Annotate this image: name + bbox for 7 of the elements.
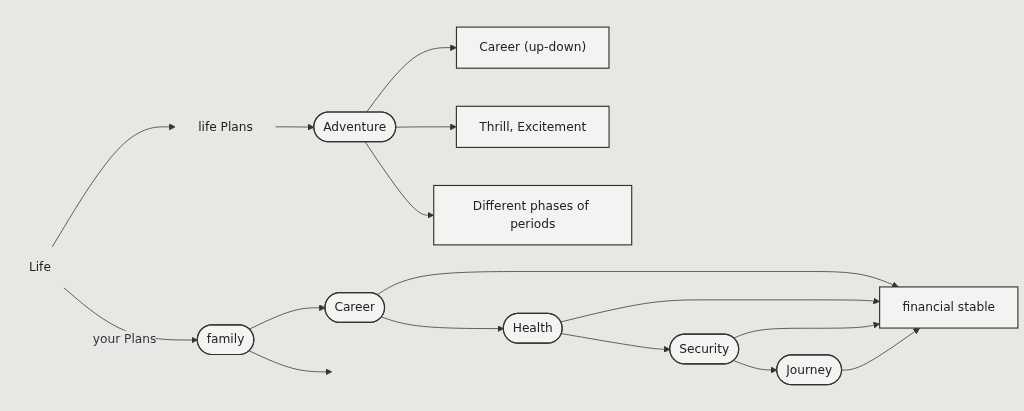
node-text: life Plans	[198, 118, 253, 134]
node-text: Life	[28, 259, 51, 274]
node-box: Thrill, Excitement	[455, 105, 610, 148]
node-box: financial stable	[879, 286, 1019, 329]
edge-label: your Plans	[92, 331, 157, 347]
node-box: Career (up-down)	[455, 26, 610, 69]
node-box: Different phases of periods	[433, 184, 633, 246]
